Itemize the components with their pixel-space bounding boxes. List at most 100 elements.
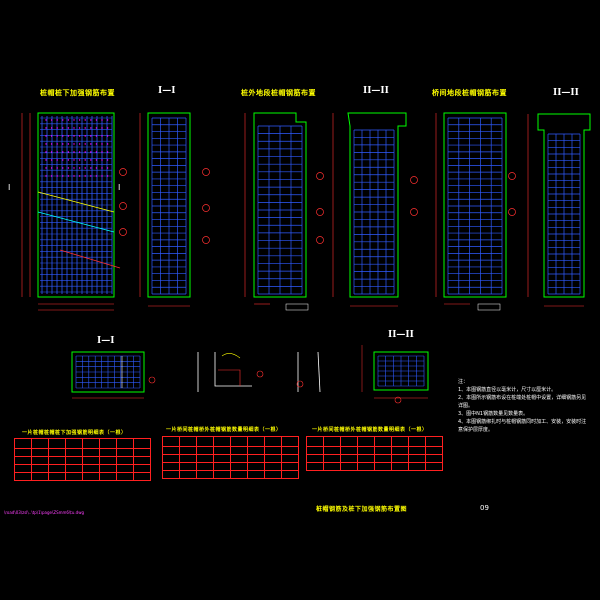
note-item: 4、本图钢筋绑扎时与桩帽钢筋同时加工、安装，安装时注意保护层厚度。 (458, 419, 587, 433)
table-cell (357, 454, 375, 463)
view-4-section (332, 112, 418, 307)
table-cell (116, 438, 134, 449)
table-cell (357, 436, 375, 447)
rebar-dot (50, 151, 53, 153)
rebar-dot (73, 119, 75, 121)
rebar-dot (78, 159, 81, 161)
table-row (162, 436, 299, 447)
rebar-dot (45, 175, 47, 177)
rebar-dot (101, 127, 103, 129)
table-cell (116, 464, 134, 473)
rebar-dot (84, 135, 86, 137)
table-cell (408, 436, 426, 447)
rebar-dot (56, 143, 58, 145)
rebar-dot (84, 159, 86, 161)
table-cell (408, 462, 426, 471)
notes-heading: 注： (458, 379, 469, 385)
rebar-dot (106, 127, 109, 129)
rebar-dot (56, 151, 58, 153)
rebar-dot (90, 167, 92, 169)
table-cell (162, 446, 180, 455)
drawing-title: 桩帽钢筋及桩下加强钢筋布置图 (316, 506, 408, 513)
table-row (14, 464, 151, 473)
table-cell (213, 436, 231, 447)
rebar-dot (95, 119, 98, 121)
table-cell (179, 436, 197, 447)
rebar-dot (90, 127, 92, 129)
table-cell (162, 454, 180, 463)
view-2-title: I—I (158, 86, 176, 96)
table-cell (213, 446, 231, 455)
svg-text:I: I (8, 183, 10, 192)
detail-section-i (71, 351, 156, 399)
table-cell (162, 470, 180, 479)
rebar-dot (101, 119, 103, 121)
table-cell (323, 446, 341, 455)
rebar-dot (45, 159, 47, 161)
rebar-dot (101, 143, 103, 145)
table-cell (247, 454, 265, 463)
view-7-title: I—I (97, 336, 115, 346)
rebar-dot (67, 135, 70, 137)
table-cell (323, 462, 341, 471)
sheet-number: 09 (480, 504, 489, 512)
file-path: \road\03\zsl\..\tp\1\page\ZSmm6\tu.dwg (4, 510, 85, 515)
table-cell (323, 436, 341, 447)
table-cell (82, 472, 100, 481)
rebar-dot (62, 119, 64, 121)
view-2-section (139, 112, 210, 307)
rebar-dot (45, 119, 47, 121)
table-cell (14, 456, 32, 465)
rebar-table-2 (162, 436, 299, 479)
table-row (14, 438, 151, 449)
table-1-title: 一片桩帽桩帽桩下加强钢筋明细表（一根） (22, 430, 127, 436)
table-cell (65, 448, 83, 457)
rebar-dot (50, 135, 53, 137)
table-cell (281, 470, 299, 479)
table-cell (230, 470, 248, 479)
rebar-dot (45, 167, 47, 169)
table-cell (133, 456, 151, 465)
rebar-dot (67, 127, 70, 129)
table-cell (82, 456, 100, 465)
table-row (162, 470, 299, 479)
rebar-dot (67, 175, 70, 177)
table-row (306, 436, 443, 447)
rebar-dot (101, 159, 103, 161)
table-cell (99, 448, 117, 457)
rebar-dot (45, 135, 47, 137)
notes-block: 注： 1、本图钢筋直径以毫米计，尺寸以厘米计。 2、本图所示钢筋布设在桩端处桩帽… (458, 378, 588, 434)
rebar-dot (67, 143, 70, 145)
table-cell (116, 448, 134, 457)
note-item: 1、本图钢筋直径以毫米计，尺寸以厘米计。 (458, 387, 557, 393)
table-cell (99, 464, 117, 473)
table-cell (425, 446, 443, 455)
rebar-dot (78, 135, 81, 137)
table-cell (14, 472, 32, 481)
view-3-title: 桩外地段桩帽钢筋布置 (241, 89, 316, 97)
table-cell (323, 454, 341, 463)
table-cell (48, 456, 66, 465)
table-cell (65, 464, 83, 473)
rebar-dot (56, 119, 58, 121)
rebar-dot (78, 175, 81, 177)
rebar-dot (73, 167, 75, 169)
table-cell (391, 446, 409, 455)
svg-text:I: I (118, 183, 120, 192)
view-5-elevation (435, 112, 516, 311)
rebar-dot (78, 167, 81, 169)
detail-hooks (197, 351, 321, 393)
table-cell (48, 472, 66, 481)
rebar-dot (78, 127, 81, 129)
rebar-dot (90, 175, 92, 177)
table-cell (65, 456, 83, 465)
table-cell (230, 454, 248, 463)
table-cell (264, 462, 282, 471)
table-cell (196, 454, 214, 463)
table-cell (196, 446, 214, 455)
rebar-dot (84, 151, 86, 153)
table-cell (357, 462, 375, 471)
rebar-dot (73, 127, 75, 129)
rebar-dot (95, 167, 98, 169)
